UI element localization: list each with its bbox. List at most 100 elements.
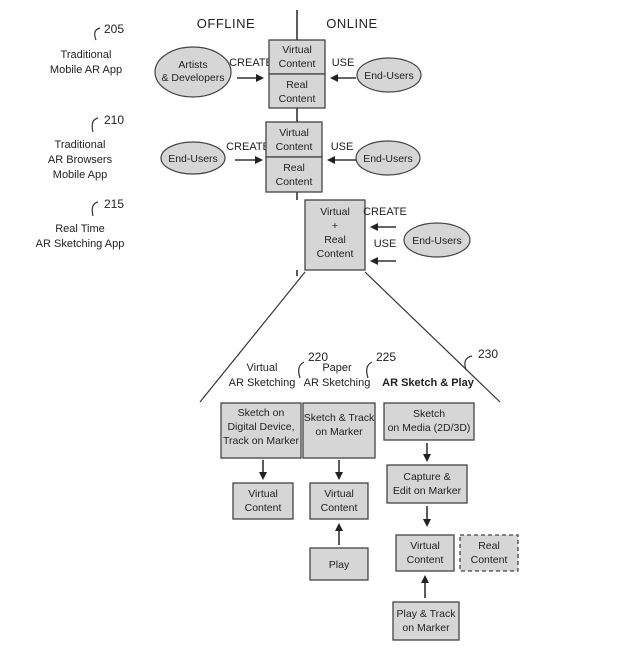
creator-label: & Developers — [161, 72, 224, 84]
box-label: Virtual — [282, 44, 312, 56]
user-ellipse — [355, 140, 421, 176]
branch-number: 220 — [308, 350, 328, 364]
user-label: End-Users — [412, 235, 462, 247]
box-label: Content — [317, 248, 354, 260]
box-label: Virtual — [248, 488, 278, 500]
box-label: Play & Track — [397, 608, 457, 620]
box-label: Capture & — [403, 471, 450, 483]
box-label: Virtual — [324, 488, 354, 500]
row-number: 210 — [104, 113, 124, 127]
box-label: Content — [245, 502, 282, 514]
branch-number: 225 — [376, 350, 396, 364]
box-label: Sketch & Track — [304, 412, 375, 424]
virtual-content-box — [268, 39, 326, 75]
create-label: CREATE — [229, 57, 273, 69]
box-label: on Media (2D/3D) — [388, 422, 471, 434]
box-label: Virtual — [320, 206, 350, 218]
user-label: End-Users — [364, 70, 414, 82]
use-label: USE — [332, 57, 355, 69]
row-205: 205 Traditional Mobile AR App — [50, 22, 124, 76]
user-ellipse — [403, 222, 471, 258]
row-label: Traditional — [61, 49, 112, 61]
row-label: Mobile App — [53, 169, 107, 181]
branch-label: Virtual — [247, 362, 278, 374]
row2-flow: End-Users CREATE Virtual Content Real Co… — [160, 121, 421, 193]
branch-230: 230 AR Sketch & Play — [382, 347, 498, 389]
box-label: on Marker — [402, 622, 450, 634]
branch-label: AR Sketching — [229, 377, 296, 389]
user-label: End-Users — [363, 153, 413, 165]
online-header: ONLINE — [326, 16, 377, 31]
branch-label: AR Sketch & Play — [382, 377, 475, 389]
row-215: 215 Real Time AR Sketching App — [36, 197, 125, 250]
creator-ellipse — [154, 46, 232, 98]
creator-label: End-Users — [168, 153, 218, 165]
use-label: USE — [374, 238, 397, 250]
leader-line — [91, 201, 99, 217]
box-label: Content — [276, 141, 313, 153]
box-label: Content — [471, 554, 508, 566]
box-label: Digital Device, — [227, 421, 294, 433]
row-label: Mobile AR App — [50, 64, 122, 76]
box-label: Real — [324, 234, 346, 246]
leader-line — [366, 361, 373, 379]
play-track-box — [392, 601, 460, 641]
box-label: Real — [283, 162, 305, 174]
branch-220: 220 Virtual AR Sketching — [229, 350, 329, 389]
user-ellipse — [356, 57, 422, 93]
branch-label: Paper — [322, 362, 352, 374]
branch-number: 230 — [478, 347, 498, 361]
box-label: Content — [321, 502, 358, 514]
capture-edit-box — [386, 464, 468, 504]
box-label: + — [332, 220, 338, 232]
box-label: Content — [407, 554, 444, 566]
box-label: Track on Marker — [223, 435, 300, 447]
create-label: CREATE — [226, 141, 270, 153]
column-ar-sketch-play: Sketch on Media (2D/3D) Capture & Edit o… — [383, 402, 519, 641]
row-210: 210 Traditional AR Browsers Mobile App — [48, 113, 124, 181]
box-label: on Marker — [315, 426, 363, 438]
real-content-box — [459, 534, 519, 572]
leader-line — [464, 355, 473, 371]
real-content-box — [265, 156, 323, 193]
column-virtual-ar-sketching: Sketch on Digital Device, Track on Marke… — [220, 402, 302, 520]
box-label: Edit on Marker — [393, 485, 462, 497]
sketch-track-box — [302, 402, 376, 459]
real-content-box — [268, 73, 326, 109]
box-label: Real — [286, 79, 308, 91]
leader-line — [91, 117, 99, 133]
box-label: Content — [279, 93, 316, 105]
row-label: AR Sketching App — [36, 238, 125, 250]
row3-flow: Virtual + Real Content CREATE USE End-Us… — [304, 199, 471, 271]
box-label: Content — [279, 58, 316, 70]
leader-line — [94, 27, 101, 41]
expansion-line-right — [364, 271, 501, 403]
box-label: Virtual — [410, 540, 440, 552]
virtual-content-box — [309, 482, 369, 520]
row-number: 205 — [104, 22, 124, 36]
play-box — [309, 547, 369, 581]
box-label: Play — [329, 559, 350, 571]
branch-225: 225 Paper AR Sketching — [304, 350, 397, 389]
virtual-content-box — [395, 534, 455, 572]
column-paper-ar-sketching: Sketch & Track on Marker Virtual Content… — [302, 402, 376, 581]
virtual-content-box — [232, 482, 294, 520]
sketch-media-box — [383, 402, 475, 441]
row-label: AR Browsers — [48, 154, 113, 166]
expansion-line-left — [199, 271, 306, 403]
offline-header: OFFLINE — [197, 16, 255, 31]
leader-line — [298, 361, 305, 379]
virtual-real-content-box — [304, 199, 366, 271]
row-label: Real Time — [55, 223, 105, 235]
sketch-digital-box — [220, 402, 302, 459]
box-label: Sketch on — [238, 407, 285, 419]
row1-flow: Artists & Developers CREATE Virtual Cont… — [154, 39, 422, 109]
row-label: Traditional — [55, 139, 106, 151]
use-label: USE — [331, 141, 354, 153]
row-number: 215 — [104, 197, 124, 211]
box-label: Virtual — [279, 127, 309, 139]
branch-label: AR Sketching — [304, 377, 371, 389]
box-label: Content — [276, 176, 313, 188]
box-label: Real — [478, 540, 500, 552]
